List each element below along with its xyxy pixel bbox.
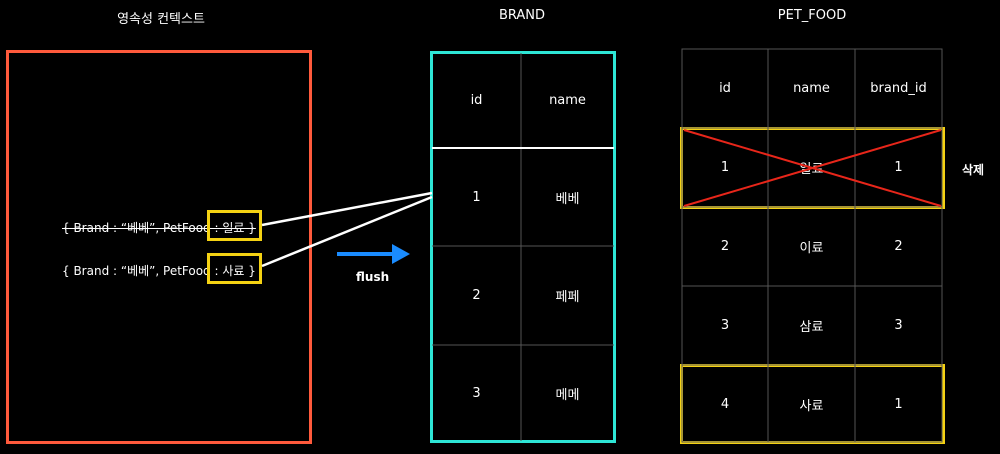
entity-link-line-1 [261,191,433,227]
brand-cell: 3 [472,385,481,401]
delete-cross-icon [683,129,942,207]
petfood-cell: 1 [894,397,903,412]
petfood-header-cell: name [793,81,830,96]
brand-cell: 베베 [555,191,580,207]
entity-deleted-petfood-highlight [207,210,262,241]
petfood-grid [681,48,943,443]
brand-cell: 메메 [555,387,580,403]
petfood-cell: 2 [720,239,730,254]
pet-food-title: PET_FOOD [777,8,847,23]
brand-table [430,51,616,443]
petfood-cell: 4 [720,397,730,412]
brand-cell: 1 [472,189,481,205]
brand-cell: 페페 [555,290,580,305]
petfood-header-cell: id [719,81,731,96]
entity-link-line-2 [261,195,433,268]
petfood-cell: 3 [720,318,730,333]
delete-label: 삭제 [962,163,985,177]
petfood-cell: 3 [894,318,903,333]
brand-header-cell: id [470,93,483,108]
petfood-cell: 2 [894,239,903,254]
brand-grid [432,53,614,441]
brand-cell: 2 [472,288,481,303]
brand-title: BRAND [498,8,546,23]
flush-arrow-icon [337,244,410,264]
flush-label: flush [356,270,390,284]
petfood-cell: 삼료 [799,320,824,335]
petfood-header-cell: brand_id [870,81,927,96]
petfood-cell: 1 [894,160,903,175]
brand-header-cell: name [549,93,586,108]
petfood-cell: 1 [720,160,730,175]
persistence-context-title: 영속성 컨텍스트 [117,12,205,27]
petfood-cell: 이료 [799,241,824,256]
petfood-cell: 사료 [799,399,824,414]
entity-new-petfood-highlight [207,253,262,284]
